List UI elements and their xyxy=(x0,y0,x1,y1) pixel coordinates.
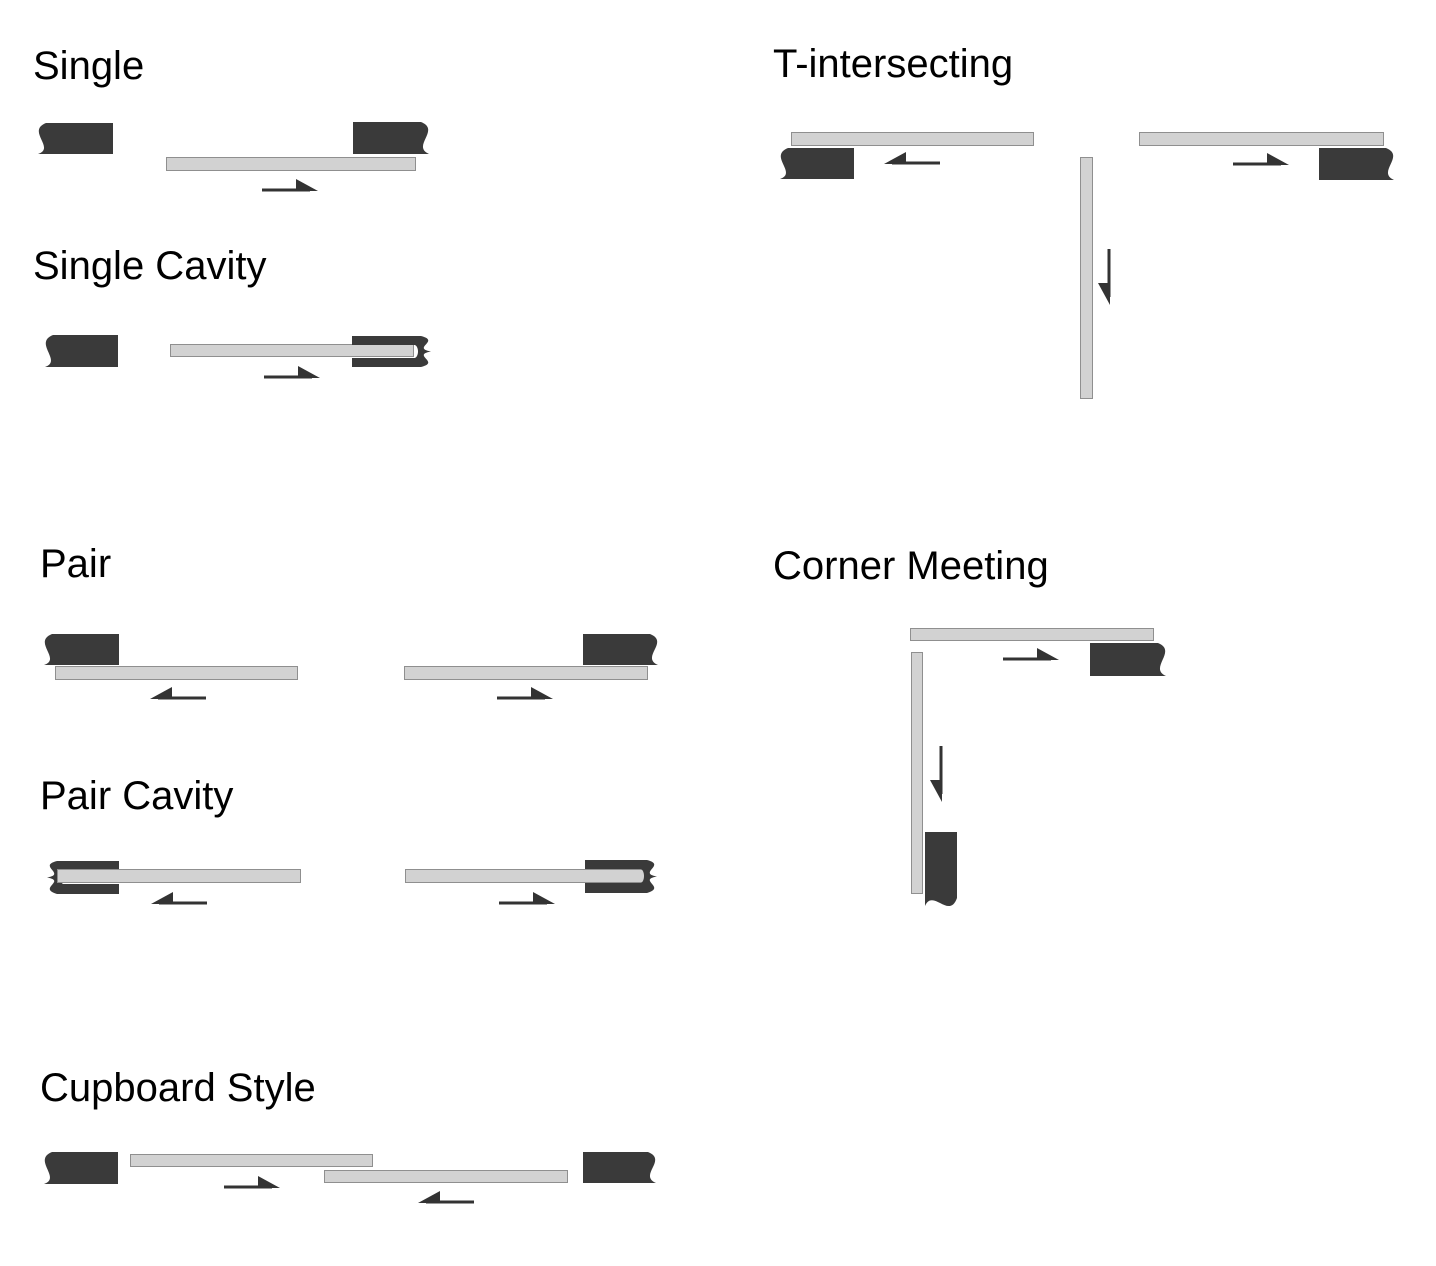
t-intersecting-door-right xyxy=(1139,132,1384,146)
pair-cavity-door-left xyxy=(57,869,301,883)
cupboard-wall-left xyxy=(44,1152,118,1184)
t-intersecting-arrow-down-icon xyxy=(1098,249,1111,305)
pair-cavity-arrow-left-icon xyxy=(151,892,207,905)
t-intersecting-door-left xyxy=(791,132,1034,146)
pair-cavity-arrow-right-icon xyxy=(499,892,555,905)
cupboard-wall-right xyxy=(583,1152,656,1183)
single-cavity-title: Single Cavity xyxy=(33,244,267,288)
pair-arrow-left-icon xyxy=(150,687,206,700)
t-intersecting-title: T-intersecting xyxy=(773,42,1014,86)
cupboard-style-title: Cupboard Style xyxy=(40,1066,316,1110)
cupboard-door-front xyxy=(130,1154,373,1167)
pair-wall-left xyxy=(44,634,119,665)
single-cavity-door xyxy=(170,344,414,357)
pair-cavity-title: Pair Cavity xyxy=(40,774,234,818)
corner-meeting-wall-bottom xyxy=(925,832,957,907)
t-intersecting-wall-left xyxy=(780,148,854,179)
pair-door-right xyxy=(404,666,648,680)
single-title: Single xyxy=(33,44,145,88)
single-cavity-pocket-right xyxy=(352,336,431,367)
single-cavity-arrow-right-icon xyxy=(264,366,320,379)
t-intersecting-arrow-right-icon xyxy=(1233,153,1289,166)
cupboard-door-back xyxy=(324,1170,568,1183)
corner-meeting-title: Corner Meeting xyxy=(773,544,1049,588)
cupboard-arrow-left-icon xyxy=(418,1191,474,1204)
corner-meeting-wall-right xyxy=(1090,643,1166,676)
corner-meeting-door-vertical xyxy=(911,652,923,894)
single-cavity-wall-left xyxy=(45,335,118,367)
single-arrow-right-icon xyxy=(262,179,318,192)
t-intersecting-wall-right xyxy=(1319,148,1394,180)
pair-title: Pair xyxy=(40,542,112,586)
pair-wall-right xyxy=(583,634,658,665)
pair-cavity-pocket-right xyxy=(585,860,657,893)
corner-meeting-arrow-right-icon xyxy=(1003,648,1059,661)
corner-meeting-door-horizontal xyxy=(910,628,1154,641)
pair-arrow-right-icon xyxy=(497,687,553,700)
pair-door-left xyxy=(55,666,298,680)
corner-meeting-arrow-down-icon xyxy=(930,746,943,802)
single-wall-right xyxy=(353,122,429,154)
t-intersecting-arrow-left-icon xyxy=(884,152,940,165)
single-door xyxy=(166,157,416,171)
cupboard-arrow-right-icon xyxy=(224,1176,280,1189)
t-intersecting-door-vertical xyxy=(1080,157,1093,399)
single-wall-left xyxy=(38,123,113,154)
